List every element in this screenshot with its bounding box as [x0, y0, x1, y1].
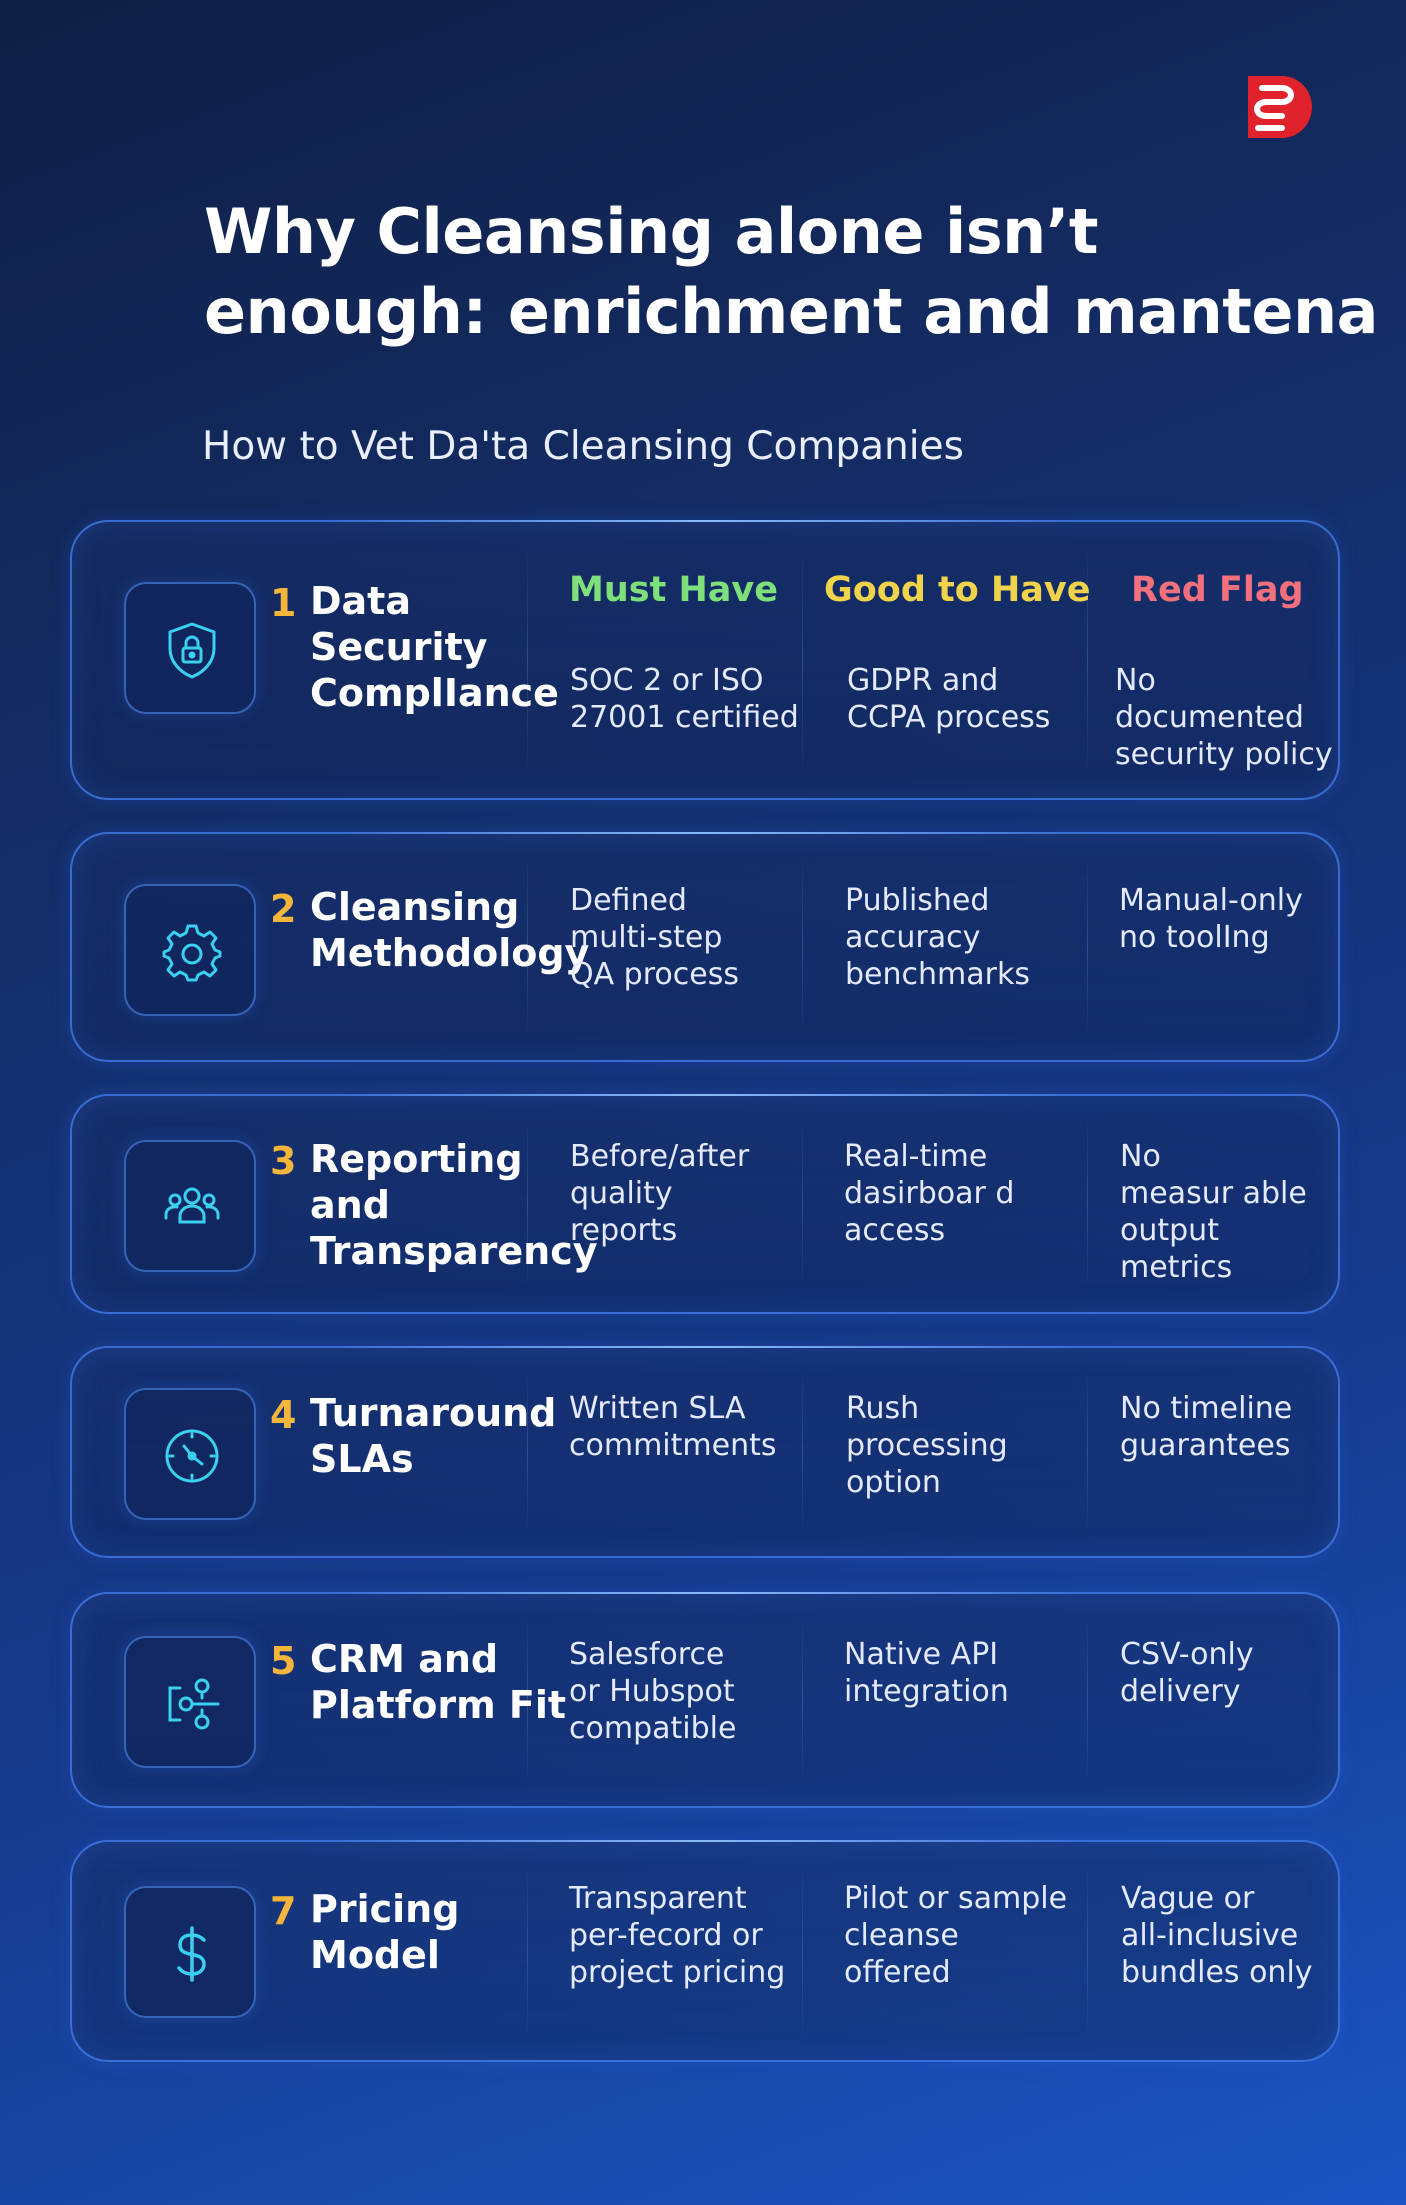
column-header-good-to-have: Good to Have: [824, 570, 1091, 610]
red-flag-cell: No documented security policy: [1115, 663, 1333, 772]
criteria-card-crm-platform-fit: 5 CRM and Platform Fit Salesforce or Hub…: [70, 1592, 1340, 1808]
must-have-cell: Written SLA commitments: [569, 1391, 777, 1463]
icon-tile: [124, 1388, 256, 1520]
red-flag-cell: No measur able output metrics: [1120, 1139, 1307, 1285]
brand-logo-icon: [1248, 76, 1312, 138]
criteria-category: Reporting and Transparency: [310, 1137, 598, 1273]
criteria-category: CRM and Platform Fit: [310, 1637, 567, 1727]
must-have-cell: Transparent per-fecord or project pricin…: [569, 1881, 786, 1990]
red-flag-cell: Vague or all-inclusive bundles only: [1121, 1881, 1313, 1990]
criteria-category: Turnaround SLAs: [310, 1391, 557, 1481]
dollar-icon: [177, 1926, 206, 1982]
integration-icon: [168, 1678, 220, 1730]
column-header-must-have: Must Have: [569, 570, 778, 610]
users-icon: [164, 1187, 220, 1224]
criteria-category: Pricing Model: [310, 1887, 460, 1977]
row-number: 4: [270, 1393, 297, 1437]
page-title: Why Cleansing alone isn’t enough: enrich…: [204, 195, 1378, 348]
shield-lock-icon: [168, 622, 216, 679]
good-to-have-cell: GDPR and CCPA process: [847, 663, 1051, 735]
criteria-card-pricing-model: 7 Pricing Model Transparent per-fecord o…: [70, 1840, 1340, 2062]
icon-tile: [124, 1886, 256, 2018]
criteria-card-cleansing-methodology: 2 Cleansing Methodology Defined multi-st…: [70, 832, 1340, 1062]
row-number: 1: [270, 581, 297, 625]
good-to-have-cell: Published accuracy benchmarks: [845, 883, 1030, 992]
good-to-have-cell: Pilot or sample cleanse offered: [844, 1881, 1068, 1990]
criteria-category: Cleansing Methodology: [310, 885, 590, 975]
row-number: 7: [270, 1889, 297, 1933]
gear-icon: [162, 924, 222, 982]
clock-icon: [165, 1429, 219, 1483]
red-flag-cell: Manual-only no toolIng: [1119, 883, 1303, 955]
must-have-cell: Salesforce or Hubspot compatible: [569, 1637, 737, 1746]
criteria-card-turnaround-slas: 4 Turnaround SLAs Written SLA commitment…: [70, 1346, 1340, 1558]
criteria-category: Data Security ComplIance: [310, 579, 559, 715]
good-to-have-cell: Native API integration: [844, 1637, 1009, 1709]
good-to-have-cell: Real-time dasirboar d access: [844, 1139, 1015, 1248]
criteria-card-reporting-transparency: 3 Reporting and Transparency Before/afte…: [70, 1094, 1340, 1314]
icon-tile: [124, 1636, 256, 1768]
icon-tile: [124, 582, 256, 714]
red-flag-cell: CSV-only delivery: [1120, 1637, 1254, 1709]
page-subtitle: How to Vet Da'ta Cleansing Companies: [202, 424, 964, 469]
row-number: 2: [270, 887, 297, 931]
good-to-have-cell: Rush processing option: [846, 1391, 1008, 1500]
must-have-cell: SOC 2 or ISO 27001 certified: [570, 663, 799, 735]
must-have-cell: Before/after quality reports: [570, 1139, 750, 1248]
icon-tile: [124, 1140, 256, 1272]
icon-tile: [124, 884, 256, 1016]
must-have-cell: Defined multi-step QA process: [570, 883, 739, 992]
criteria-card-data-security: 1 Data Security ComplIance Must Have Goo…: [70, 520, 1340, 800]
column-header-red-flag: Red Flag: [1131, 570, 1304, 610]
red-flag-cell: No timeline guarantees: [1120, 1391, 1293, 1463]
row-number: 3: [270, 1139, 297, 1183]
row-number: 5: [270, 1639, 297, 1683]
